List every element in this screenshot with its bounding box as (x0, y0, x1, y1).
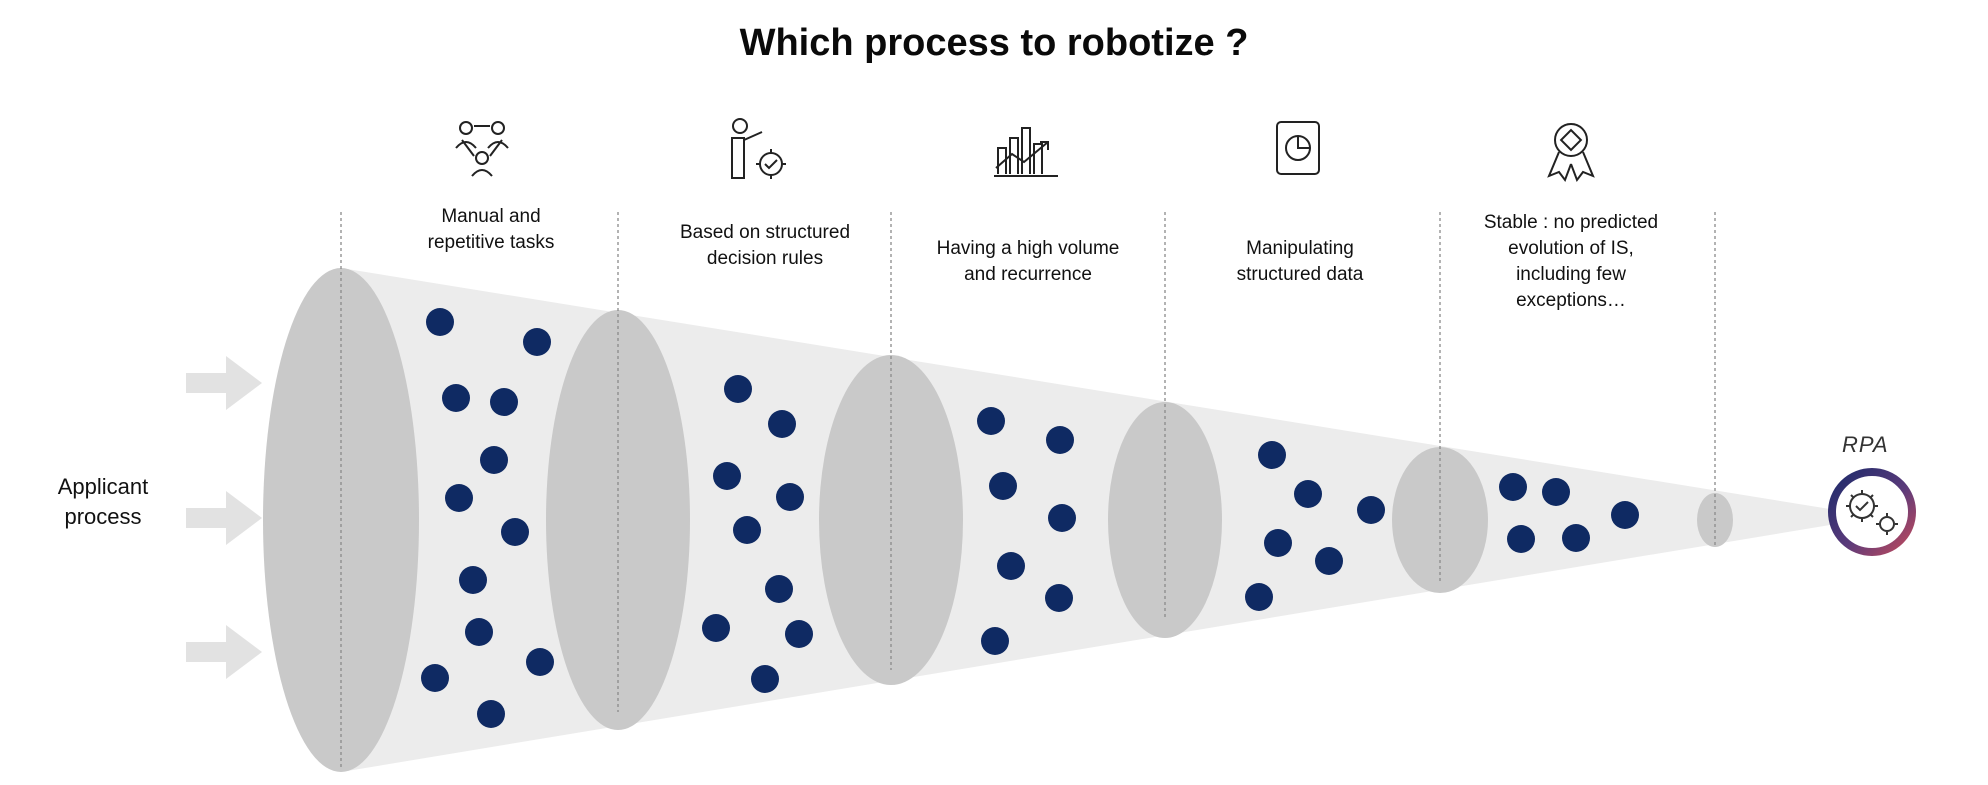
process-dot (1499, 473, 1527, 501)
rising-chart-icon (994, 127, 1058, 177)
process-dot (523, 328, 551, 356)
funnel-body (341, 268, 1836, 772)
input-arrows (186, 356, 262, 679)
process-dot (1046, 426, 1074, 454)
process-dot (1357, 496, 1385, 524)
process-dot (480, 446, 508, 474)
process-dot (765, 575, 793, 603)
rpa-badge (1828, 468, 1916, 556)
process-dot (445, 484, 473, 512)
process-dot (751, 665, 779, 693)
process-dot (421, 664, 449, 692)
input-arrow (186, 491, 262, 545)
process-dot (713, 462, 741, 490)
process-dot (1542, 478, 1570, 506)
process-dot (501, 518, 529, 546)
pie-document-icon (1276, 121, 1320, 175)
process-dot (477, 700, 505, 728)
input-label: Applicant process (57, 474, 149, 529)
stage-label-4: Manipulating structured data (1236, 238, 1364, 285)
process-dot (768, 410, 796, 438)
process-dot (1315, 547, 1343, 575)
process-dot (997, 552, 1025, 580)
process-dot (490, 388, 518, 416)
process-dot (1562, 524, 1590, 552)
stage-dividers (340, 212, 1716, 770)
process-dot (1258, 441, 1286, 469)
gears-icon (1846, 490, 1898, 535)
process-dot (442, 384, 470, 412)
process-dot (1507, 525, 1535, 553)
process-dot (989, 472, 1017, 500)
process-dot (733, 516, 761, 544)
process-dot (977, 407, 1005, 435)
process-dot (1294, 480, 1322, 508)
process-dot (724, 375, 752, 403)
input-arrow (186, 356, 262, 410)
page-title: Which process to robotize ? (739, 22, 1249, 64)
process-dot (1611, 501, 1639, 529)
process-dot (702, 614, 730, 642)
stage-label-5: Stable : no predicted evolution of IS, i… (1483, 212, 1659, 311)
stage-label-3: Having a high volume and recurrence (936, 238, 1120, 285)
process-dot (465, 618, 493, 646)
process-dot (785, 620, 813, 648)
output-label: RPA (1842, 432, 1889, 457)
award-ribbon-icon (1547, 123, 1595, 183)
process-dot (459, 566, 487, 594)
people-network-icon (455, 121, 509, 177)
process-dot (1048, 504, 1076, 532)
person-gear-icon (731, 118, 786, 179)
stage-label-2: Based on structured decision rules (679, 222, 851, 269)
process-dots (421, 308, 1639, 728)
input-arrow (186, 625, 262, 679)
process-dot (526, 648, 554, 676)
process-dot (981, 627, 1009, 655)
process-dot (1045, 584, 1073, 612)
process-dot (776, 483, 804, 511)
process-dot (426, 308, 454, 336)
process-dot (1245, 583, 1273, 611)
stage-label-1: Manual and repetitive tasks (427, 206, 555, 253)
process-dot (1264, 529, 1292, 557)
